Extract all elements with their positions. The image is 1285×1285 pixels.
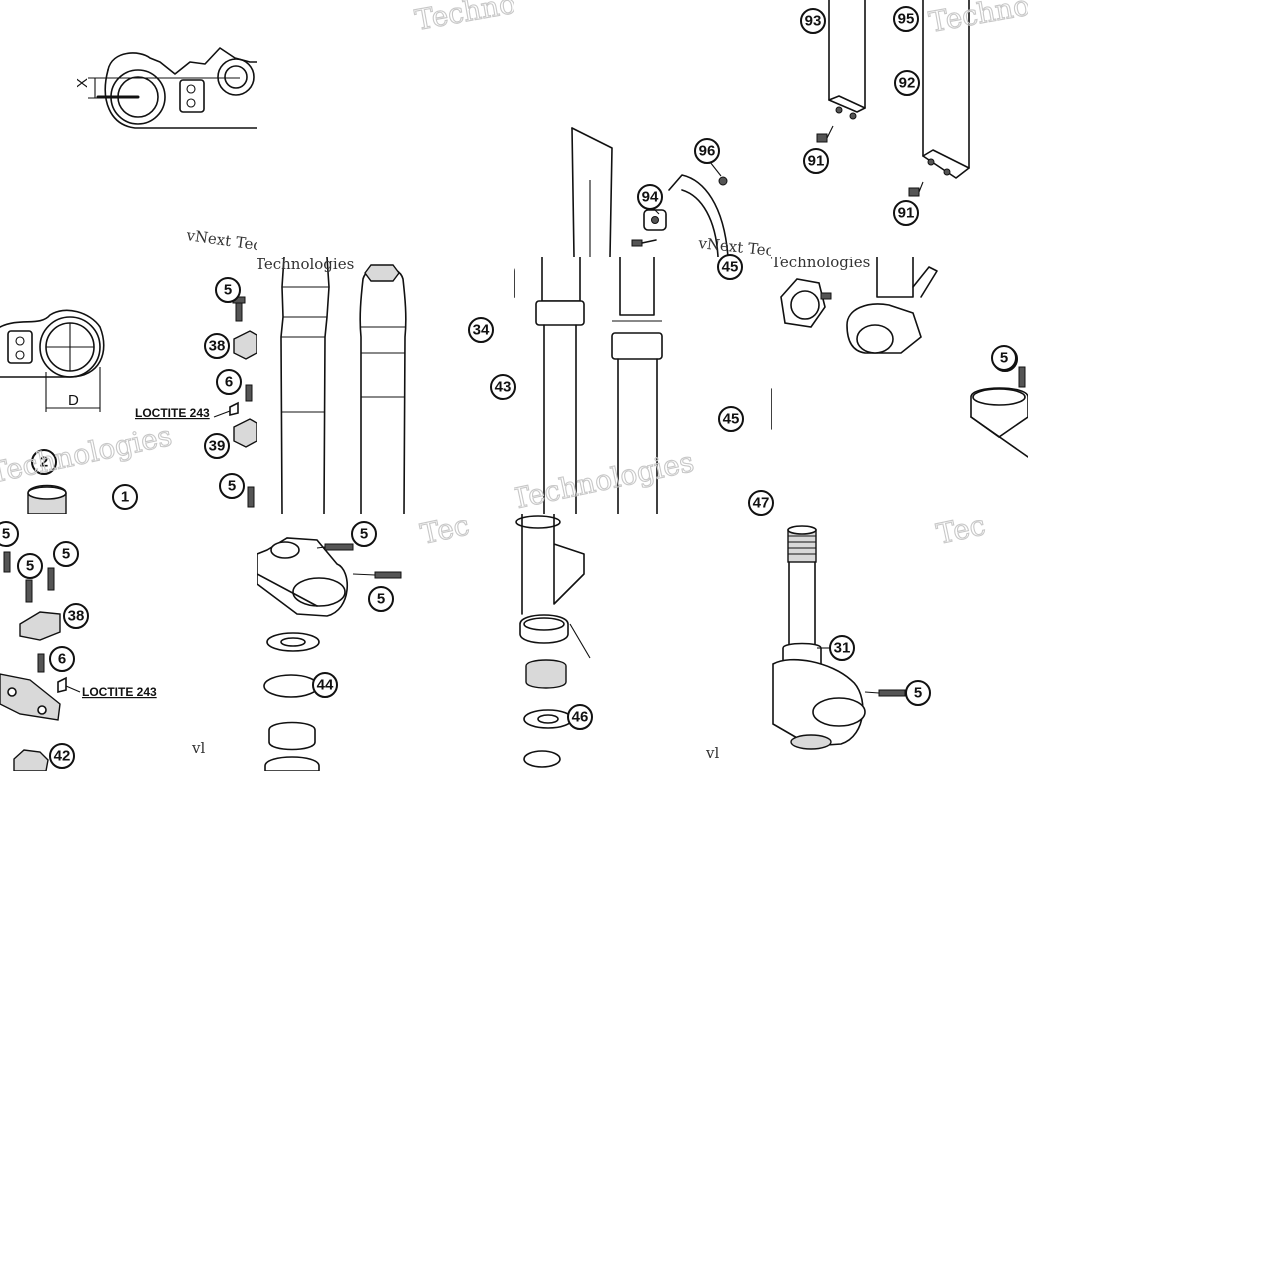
callout-5: 5 <box>368 586 394 612</box>
callout-91: 91 <box>803 148 829 174</box>
svg-text:5: 5 <box>360 526 368 543</box>
callout-5: 5 <box>219 473 245 499</box>
callout-31: 31 <box>829 635 855 661</box>
callout-39: 39 <box>204 433 230 459</box>
svg-text:5: 5 <box>377 591 385 608</box>
callout-2: 2 <box>31 449 57 475</box>
callout-92: 92 <box>894 70 920 96</box>
svg-text:45: 45 <box>723 411 740 428</box>
svg-text:91: 91 <box>808 153 825 170</box>
callout-38: 38 <box>63 603 89 629</box>
tile-handlebar-clamp: LOCTITE 243 5 5 5 38 6 42 vl <box>0 514 257 771</box>
svg-text:94: 94 <box>642 189 659 206</box>
tile-fork-legs: 93 95 92 91 91 Techno <box>771 0 1028 257</box>
svg-text:93: 93 <box>805 13 822 30</box>
callout-5: 5 <box>905 680 931 706</box>
tile-fork-tubes: Technologies <box>257 257 514 514</box>
callout-1: 1 <box>112 484 138 510</box>
svg-text:38: 38 <box>68 608 85 625</box>
callout-34: 34 <box>468 317 494 343</box>
watermark-text: vl <box>705 744 719 762</box>
callout-5: 5 <box>0 521 19 547</box>
tile-top-clamp-bearings: 5 5 44 Tec <box>257 514 514 771</box>
watermark-text: Technologies <box>257 257 354 273</box>
callout-93: 93 <box>800 8 826 34</box>
tile-watermark: Techno <box>257 0 514 257</box>
loctite-note: LOCTITE 243 <box>135 406 210 420</box>
svg-text:5: 5 <box>228 478 236 495</box>
svg-text:39: 39 <box>209 438 226 455</box>
svg-text:43: 43 <box>495 379 512 396</box>
tile-stem-bearings: 46 Technologies vl <box>514 514 771 771</box>
callout-44: 44 <box>312 672 338 698</box>
svg-text:42: 42 <box>54 748 71 765</box>
callout-95: 95 <box>893 6 919 32</box>
callout-6: 6 <box>49 646 75 672</box>
svg-text:6: 6 <box>58 651 66 668</box>
tile-fork-tube-bracket: 96 94 vNext Tec <box>514 0 771 257</box>
callout-42: 42 <box>49 743 75 769</box>
svg-text:31: 31 <box>834 640 851 657</box>
callout-46: 46 <box>567 704 593 730</box>
watermark-text: vNext Tec <box>697 234 771 257</box>
svg-text:38: 38 <box>209 338 226 355</box>
callout-5: 5 <box>351 521 377 547</box>
svg-text:5: 5 <box>1000 350 1008 367</box>
svg-text:5: 5 <box>224 282 232 299</box>
callout-5: 5 <box>53 541 79 567</box>
svg-text:96: 96 <box>699 143 716 160</box>
callout-38: 38 <box>204 333 230 359</box>
svg-text:5: 5 <box>2 526 10 543</box>
tile-top-clamp-dimension: X vNext Technologies <box>0 0 257 257</box>
tile-caliper-mounts: 5 Technologies <box>771 257 1028 514</box>
callout-45: 45 <box>718 406 744 432</box>
watermark-text: vl <box>191 739 205 757</box>
callout-43: 43 <box>490 374 516 400</box>
callout-91: 91 <box>893 200 919 226</box>
svg-text:92: 92 <box>899 75 916 92</box>
svg-text:91: 91 <box>898 205 915 222</box>
svg-text:44: 44 <box>317 677 334 694</box>
svg-text:5: 5 <box>62 546 70 563</box>
svg-text:5: 5 <box>914 685 922 702</box>
callout-5: 5 <box>17 553 43 579</box>
callout-5: 5 <box>215 277 241 303</box>
loctite-note: LOCTITE 243 <box>82 685 157 699</box>
tile-fork-sliders: Technologies <box>514 257 771 514</box>
callout-6: 6 <box>216 369 242 395</box>
svg-text:47: 47 <box>753 495 770 512</box>
svg-text:5: 5 <box>26 558 34 575</box>
svg-text:34: 34 <box>473 322 490 339</box>
watermark-text: Technologies <box>771 257 870 271</box>
callout-94: 94 <box>637 184 663 210</box>
callout-96: 96 <box>694 138 720 164</box>
svg-text:45: 45 <box>722 259 739 276</box>
callout-47: 47 <box>748 490 774 516</box>
svg-text:6: 6 <box>225 374 233 391</box>
dimension-d-label: D <box>68 392 79 409</box>
svg-text:46: 46 <box>572 709 589 726</box>
svg-text:2: 2 <box>40 454 48 471</box>
tile-lower-clamp-detail: D LOCTITE 243 5 38 6 39 5 2 1 Technologi… <box>0 257 257 514</box>
svg-text:1: 1 <box>121 489 129 506</box>
svg-text:95: 95 <box>898 11 915 28</box>
dimension-x-label: X <box>74 78 91 88</box>
callout-5: 5 <box>991 345 1017 371</box>
tile-steering-stem: 31 5 Tec <box>771 514 1028 771</box>
callout-45: 45 <box>717 254 743 280</box>
